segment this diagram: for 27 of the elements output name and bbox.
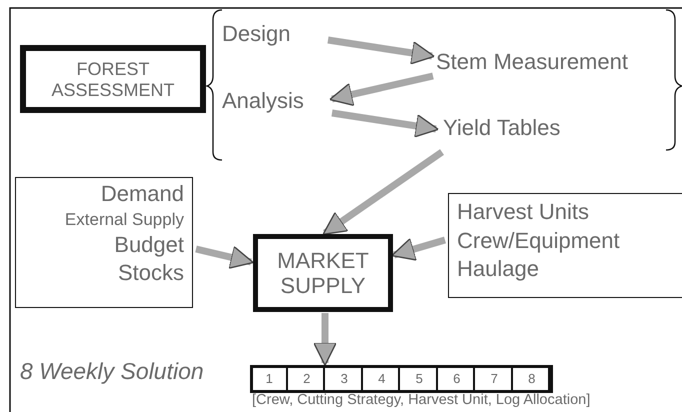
solution-title: 8 Weekly Solution	[20, 358, 204, 385]
block-arrow	[391, 236, 446, 261]
node-text: Design	[222, 20, 292, 48]
block-arrow	[329, 72, 434, 106]
process-box	[15, 177, 193, 308]
block-arrow	[327, 36, 435, 65]
process-box	[448, 193, 682, 298]
process-box	[20, 45, 206, 113]
block-arrow	[195, 246, 254, 269]
node-text: External Supply	[64, 208, 184, 231]
process-box	[253, 234, 393, 312]
node-text: FOREST ASSESSMENT	[50, 59, 176, 100]
node-text: Yield Tables	[443, 114, 562, 142]
node-text: Stocks	[116, 259, 184, 288]
node-text: Analysis	[222, 87, 305, 115]
block-arrow	[313, 313, 337, 366]
node-text: Haulage	[457, 255, 540, 284]
block-arrow	[322, 149, 444, 236]
node-text: Demand	[100, 180, 184, 208]
block-arrow	[331, 110, 439, 138]
node-text: Budget	[113, 230, 184, 259]
node-text: Harvest Units	[457, 198, 590, 226]
node-text: Stem Measurement	[436, 48, 629, 76]
node-text: MARKET SUPPLY	[276, 248, 370, 299]
strip-caption: [Crew, Cutting Strategy, Harvest Unit, Log Allocation]	[252, 392, 590, 408]
week-strip	[250, 365, 553, 393]
node-text: Crew/Equipment	[457, 226, 621, 255]
